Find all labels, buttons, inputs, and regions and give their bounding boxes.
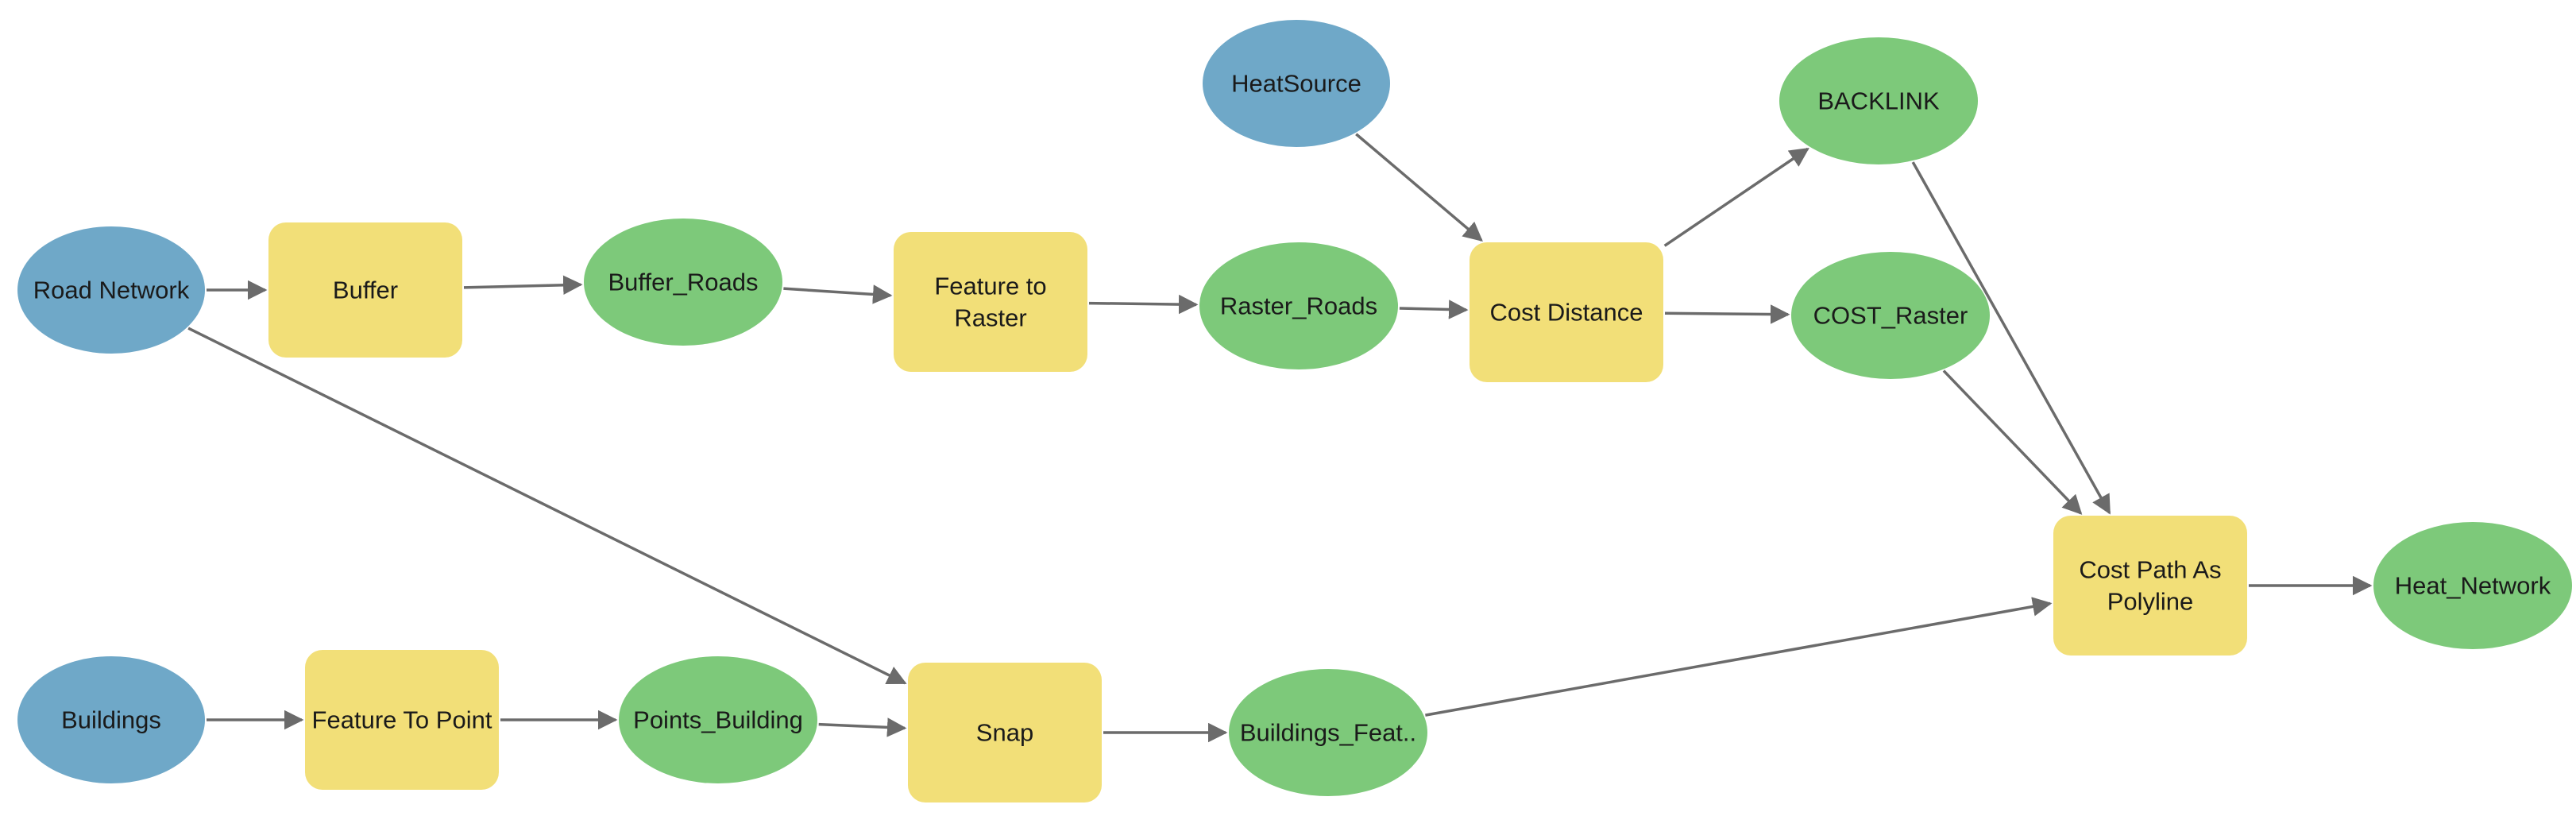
connector-points-building-to-snap[interactable] bbox=[818, 717, 907, 737]
node-label: Feature to bbox=[934, 273, 1046, 300]
node-label: Buffer bbox=[333, 277, 398, 304]
node-label: Cost Path As bbox=[2079, 556, 2221, 584]
tool-box bbox=[268, 222, 462, 358]
tool-node-cost-path-as-polyline[interactable]: Cost Path As Polyline bbox=[2053, 516, 2247, 656]
output-node-cost-raster[interactable]: COST_Raster bbox=[1791, 252, 1990, 379]
input-node-buildings[interactable]: Buildings bbox=[17, 656, 205, 783]
tool-node-feature-to-point[interactable]: Feature To Point bbox=[305, 650, 499, 790]
input-data-ellipse bbox=[17, 656, 205, 783]
tool-box bbox=[305, 650, 499, 790]
output-node-heat-network[interactable]: Heat_Network bbox=[2373, 522, 2572, 649]
tool-node-buffer[interactable]: Buffer bbox=[268, 222, 462, 358]
connector-cost-distance-to-backlink[interactable] bbox=[1663, 147, 1809, 247]
connector-buffer-roads-to-feature-to-raster[interactable] bbox=[783, 284, 893, 304]
derived-data-ellipse bbox=[1779, 37, 1978, 164]
tool-box bbox=[1470, 242, 1663, 382]
node-label: HeatSource bbox=[1231, 70, 1361, 98]
derived-data-ellipse bbox=[2373, 522, 2572, 649]
node-label: Buildings_Feat.. bbox=[1240, 719, 1416, 747]
output-node-backlink[interactable]: BACKLINK bbox=[1779, 37, 1978, 164]
node-label: Feature To Point bbox=[312, 706, 492, 734]
connector-buildings-feat-to-cost-path-as-polyline[interactable] bbox=[1425, 597, 2053, 717]
node-label: Buffer_Roads bbox=[608, 269, 759, 296]
output-node-points-building[interactable]: Points_Building bbox=[619, 656, 817, 783]
node-label: Snap bbox=[976, 719, 1033, 747]
node-label: Points_Building bbox=[633, 706, 803, 734]
node-label: Raster_Roads bbox=[1220, 292, 1377, 320]
node-label: Cost Distance bbox=[1490, 299, 1643, 327]
derived-data-ellipse bbox=[619, 656, 817, 783]
node-label: Heat_Network bbox=[2395, 572, 2551, 600]
connector-layer bbox=[187, 133, 2373, 743]
connector-cost-distance-to-cost-raster[interactable] bbox=[1664, 304, 1790, 324]
node-label: COST_Raster bbox=[1813, 302, 1968, 330]
tool-node-feature-to-raster[interactable]: Feature to Raster bbox=[894, 232, 1087, 372]
derived-data-ellipse bbox=[1791, 252, 1990, 379]
connector-backlink-to-cost-path-as-polyline[interactable] bbox=[1911, 161, 2111, 515]
tool-box bbox=[894, 232, 1087, 372]
node-label: Buildings bbox=[61, 706, 161, 734]
output-node-buffer-roads[interactable]: Buffer_Roads bbox=[584, 219, 782, 346]
connector-cost-raster-to-cost-path-as-polyline[interactable] bbox=[1942, 369, 2083, 515]
connector-raster-roads-to-cost-distance[interactable] bbox=[1399, 300, 1469, 319]
derived-data-ellipse bbox=[584, 219, 782, 346]
tool-box bbox=[908, 663, 1102, 802]
input-node-road-network[interactable]: Road Network bbox=[17, 226, 205, 354]
input-node-heatsource[interactable]: HeatSource bbox=[1203, 20, 1390, 147]
output-node-buildings-feat[interactable]: Buildings_Feat.. bbox=[1229, 669, 1427, 796]
tool-box bbox=[2053, 516, 2247, 656]
node-label: BACKLINK bbox=[1817, 87, 1940, 115]
connector-road-network-to-snap[interactable] bbox=[187, 327, 907, 685]
derived-data-ellipse bbox=[1229, 669, 1427, 796]
derived-data-ellipse bbox=[1199, 242, 1398, 369]
connector-heatsource-to-cost-distance[interactable] bbox=[1355, 133, 1483, 242]
connector-buffer-to-buffer-roads[interactable] bbox=[463, 275, 583, 296]
node-label: Raster bbox=[954, 304, 1026, 332]
input-data-ellipse bbox=[17, 226, 205, 354]
node-label: Road Network bbox=[33, 277, 190, 304]
tool-node-snap[interactable]: Snap bbox=[908, 663, 1102, 802]
input-data-ellipse bbox=[1203, 20, 1390, 147]
output-node-raster-roads[interactable]: Raster_Roads bbox=[1199, 242, 1398, 369]
tool-node-cost-distance[interactable]: Cost Distance bbox=[1470, 242, 1663, 382]
node-label: Polyline bbox=[2107, 588, 2194, 616]
connector-feature-to-raster-to-raster-roads[interactable] bbox=[1088, 294, 1199, 315]
